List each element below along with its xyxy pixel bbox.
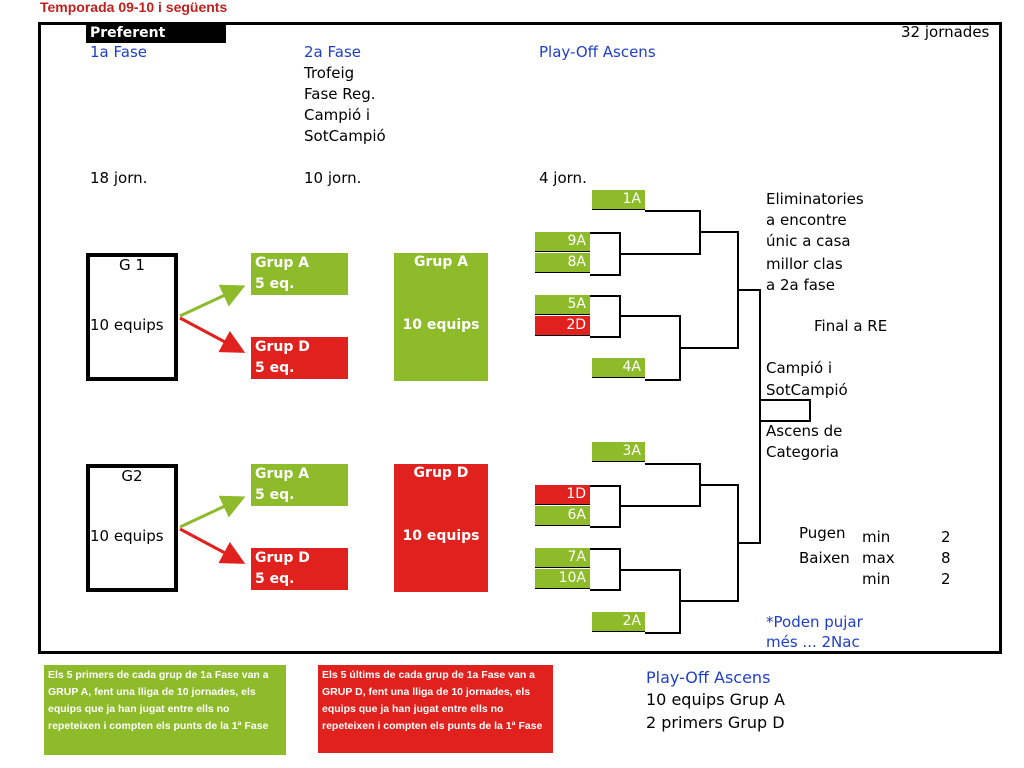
split-a-top-name: Grup A <box>255 255 310 271</box>
seed-7a: 7A <box>535 548 590 568</box>
arrow-g2-to-a <box>179 495 246 529</box>
baixen-min-value: 2 <box>941 570 951 588</box>
pugen-label: Pugen <box>799 524 846 542</box>
seed-1a: 1A <box>592 190 645 210</box>
seed-8a: 8A <box>535 253 590 273</box>
season-title: Temporada 09-10 i següents <box>40 0 228 15</box>
baixen-min-label: min <box>862 570 891 588</box>
merged-d-name: Grup D <box>413 465 469 481</box>
baixen-max-value: 8 <box>941 549 951 567</box>
split-d-top-size: 5 eq. <box>255 360 295 376</box>
note-line-1: *Poden pujar <box>766 613 863 631</box>
phase1-label: 1a Fase <box>90 43 147 61</box>
seed-1d: 1D <box>535 485 590 505</box>
elim-line-2: a encontre <box>766 211 847 229</box>
split-a-top-size: 5 eq. <box>255 276 295 292</box>
merged-a-count: 10 equips <box>402 317 480 333</box>
diagram-frame <box>38 22 1002 654</box>
playoff-jornades: 4 jorn. <box>539 169 587 187</box>
group-g2-count: 10 equips <box>90 527 164 545</box>
phase1-jornades: 18 jorn. <box>90 169 148 187</box>
green-note: Els 5 primers de cada grup de 1a Fase va… <box>44 665 286 755</box>
note-line-2: més ... 2Nac <box>766 633 860 651</box>
arrow-g1-to-a <box>179 284 246 318</box>
seed-9a: 9A <box>535 232 590 252</box>
phase2-desc-4: SotCampió <box>304 127 386 145</box>
champ-line-1: Campió i <box>766 359 833 377</box>
group-g2-name: G2 <box>121 467 143 485</box>
phase2-jornades: 10 jorn. <box>304 169 362 187</box>
seed-2d: 2D <box>535 316 590 336</box>
elim-line-1: Eliminatories <box>766 190 864 208</box>
seed-10a: 10A <box>535 569 590 589</box>
total-jornades: 32 jornades <box>901 23 990 41</box>
elim-line-3: únic a casa <box>766 232 851 250</box>
seed-2a: 2A <box>592 612 645 632</box>
merged-grup-d: Grup D 10 equips <box>394 464 488 592</box>
split-a-bot-name: Grup A <box>255 466 310 482</box>
split-a-bot: Grup A 5 eq. <box>251 464 348 506</box>
elim-line-4: millor clas <box>766 255 843 273</box>
seed-4a: 4A <box>592 358 645 378</box>
baixen-max-label: max <box>862 549 895 567</box>
arrow-g1-to-d <box>179 316 246 353</box>
arrow-g2-to-d <box>179 527 246 564</box>
elim-line-5: a 2a fase <box>766 276 835 294</box>
split-d-top-name: Grup D <box>255 339 310 355</box>
red-note: Els 5 últims de cada grup de 1a Fase van… <box>318 665 553 753</box>
seed-6a: 6A <box>535 506 590 526</box>
pugen-min-value: 2 <box>941 528 951 546</box>
summary-line-2: 2 primers Grup D <box>646 713 785 732</box>
playoff-label: Play-Off Ascens <box>539 43 656 61</box>
final-label: Final a RE <box>814 317 888 335</box>
split-d-bot: Grup D 5 eq. <box>251 548 348 590</box>
ascens-line-1: Ascens de <box>766 422 843 440</box>
division-label: Preferent <box>86 23 226 43</box>
phase2-label: 2a Fase <box>304 43 361 61</box>
group-g1-count: 10 equips <box>90 316 164 334</box>
summary-title: Play-Off Ascens <box>646 668 771 687</box>
split-d-bot-name: Grup D <box>255 550 310 566</box>
merged-d-count: 10 equips <box>402 528 480 544</box>
merged-grup-a: Grup A 10 equips <box>394 253 488 381</box>
baixen-label: Baixen <box>799 549 850 567</box>
split-a-top: Grup A 5 eq. <box>251 253 348 295</box>
merged-a-name: Grup A <box>413 254 469 270</box>
pugen-min-label: min <box>862 528 891 546</box>
group-g2-box: G2 <box>86 464 178 592</box>
ascens-line-2: Categoria <box>766 443 840 461</box>
split-d-bot-size: 5 eq. <box>255 571 295 587</box>
seed-5a: 5A <box>535 295 590 315</box>
phase2-desc-3: Campió i <box>304 106 371 124</box>
champ-line-2: SotCampió <box>766 381 848 399</box>
phase2-desc-1: Trofeig <box>304 64 355 82</box>
split-d-top: Grup D 5 eq. <box>251 337 348 379</box>
seed-3a: 3A <box>592 442 645 462</box>
split-a-bot-size: 5 eq. <box>255 487 295 503</box>
phase2-desc-2: Fase Reg. <box>304 85 376 103</box>
group-g1-name: G 1 <box>119 256 145 274</box>
division-text: Preferent <box>90 25 166 41</box>
group-g1-box: G 1 <box>86 253 178 381</box>
summary-line-1: 10 equips Grup A <box>646 690 785 709</box>
